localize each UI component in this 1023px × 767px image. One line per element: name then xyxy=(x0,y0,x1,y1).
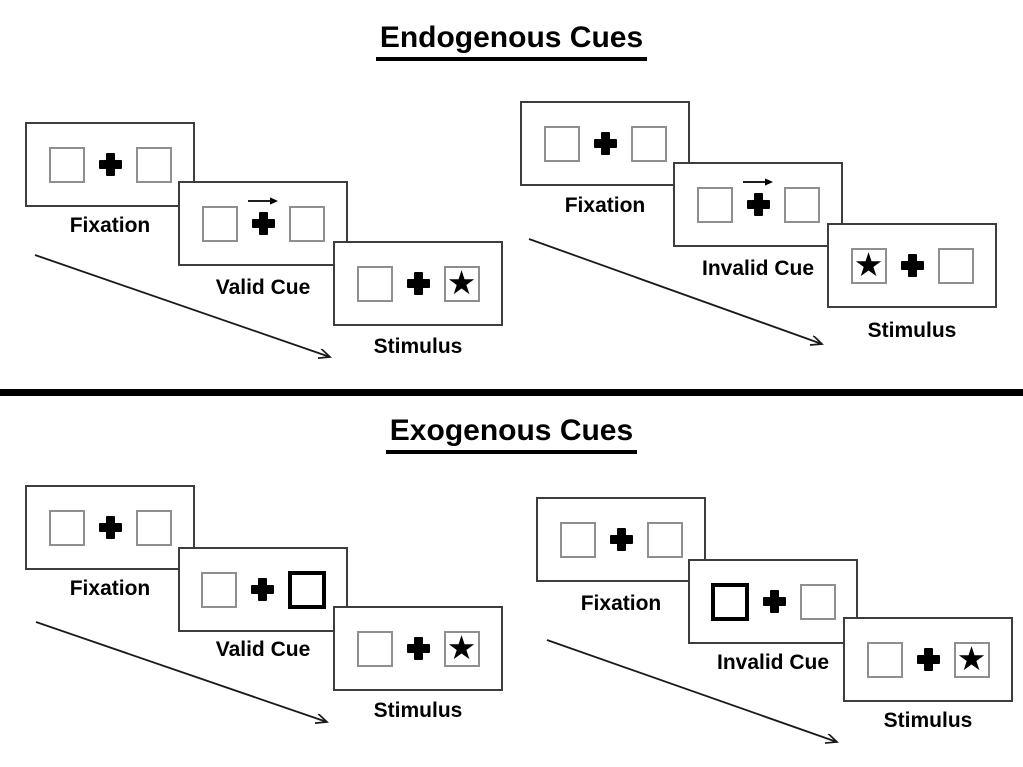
fixation-cross-icon xyxy=(251,212,275,235)
cue-arrow-icon xyxy=(248,197,278,205)
fixation-cross-icon xyxy=(900,254,924,277)
placeholder-box-right xyxy=(646,521,683,558)
panel-invalid-cue xyxy=(688,559,858,644)
cue-box-left xyxy=(710,582,749,621)
fixation-cross-icon xyxy=(406,637,430,660)
fixation-cross-icon xyxy=(746,193,770,216)
star-icon: ★ xyxy=(446,629,477,666)
target-box-right: ★ xyxy=(443,264,480,302)
placeholder-box-left xyxy=(356,265,393,302)
timeline-arrow-icon xyxy=(34,254,330,357)
placeholder-box-left xyxy=(200,571,237,608)
panel-valid-cue xyxy=(178,547,348,632)
section-title-text: Exogenous Cues xyxy=(385,415,638,454)
panel-invalid-cue xyxy=(673,162,843,247)
panel-stimulus: ★ xyxy=(333,606,503,691)
fixation-cross-icon xyxy=(609,528,633,551)
fixation-cross-icon xyxy=(916,648,940,671)
cue-box-right xyxy=(287,570,326,609)
panel-label: Fixation xyxy=(69,577,151,600)
section-title-exogenous: Exogenous Cues xyxy=(0,415,1023,454)
timeline-arrow-icon xyxy=(528,238,822,344)
panel-fixation xyxy=(536,497,706,582)
panel-stimulus: ★ xyxy=(827,223,997,308)
fixation-cross-icon xyxy=(98,153,122,176)
star-icon: ★ xyxy=(446,264,477,301)
placeholder-box-left xyxy=(696,186,733,223)
star-icon: ★ xyxy=(956,640,987,677)
placeholder-box-right xyxy=(288,205,325,242)
panel-stimulus: ★ xyxy=(843,617,1013,702)
panel-label: Fixation xyxy=(580,592,662,615)
panel-label: Fixation xyxy=(564,194,646,217)
placeholder-box-right xyxy=(135,146,172,183)
panel-label: Invalid Cue xyxy=(716,651,830,674)
timeline-arrow-icon xyxy=(35,621,327,722)
target-box-right: ★ xyxy=(443,629,480,667)
panel-label: Stimulus xyxy=(373,699,463,722)
section-divider xyxy=(0,389,1023,396)
section-title-endogenous: Endogenous Cues xyxy=(0,22,1023,61)
panel-label: Stimulus xyxy=(373,335,463,358)
fixation-cross-icon xyxy=(406,272,430,295)
star-icon: ★ xyxy=(853,246,884,283)
fixation-cross-icon xyxy=(593,132,617,155)
panel-label: Invalid Cue xyxy=(701,257,815,280)
panel-label: Stimulus xyxy=(883,709,973,732)
placeholder-box-left xyxy=(543,125,580,162)
panel-label: Stimulus xyxy=(867,319,957,342)
cue-arrow-icon xyxy=(743,178,773,186)
panel-fixation xyxy=(520,101,690,186)
placeholder-box-left xyxy=(559,521,596,558)
placeholder-box-right xyxy=(135,509,172,546)
placeholder-box-left xyxy=(48,146,85,183)
panel-fixation xyxy=(25,485,195,570)
target-box-left: ★ xyxy=(850,246,887,284)
panel-fixation xyxy=(25,122,195,207)
placeholder-box-right xyxy=(630,125,667,162)
placeholder-box-left xyxy=(48,509,85,546)
panel-valid-cue xyxy=(178,181,348,266)
fixation-cross-icon xyxy=(250,578,274,601)
target-box-right: ★ xyxy=(953,640,990,678)
panel-label: Valid Cue xyxy=(215,276,311,299)
placeholder-box-left xyxy=(866,641,903,678)
fixation-cross-icon xyxy=(98,516,122,539)
panel-stimulus: ★ xyxy=(333,241,503,326)
section-title-text: Endogenous Cues xyxy=(375,22,648,61)
placeholder-box-right xyxy=(783,186,820,223)
fixation-cross-icon xyxy=(762,590,786,613)
panel-label: Fixation xyxy=(69,214,151,237)
placeholder-box-right xyxy=(937,247,974,284)
placeholder-box-left xyxy=(356,630,393,667)
panel-label: Valid Cue xyxy=(215,638,311,661)
placeholder-box-right xyxy=(799,583,836,620)
placeholder-box-left xyxy=(201,205,238,242)
